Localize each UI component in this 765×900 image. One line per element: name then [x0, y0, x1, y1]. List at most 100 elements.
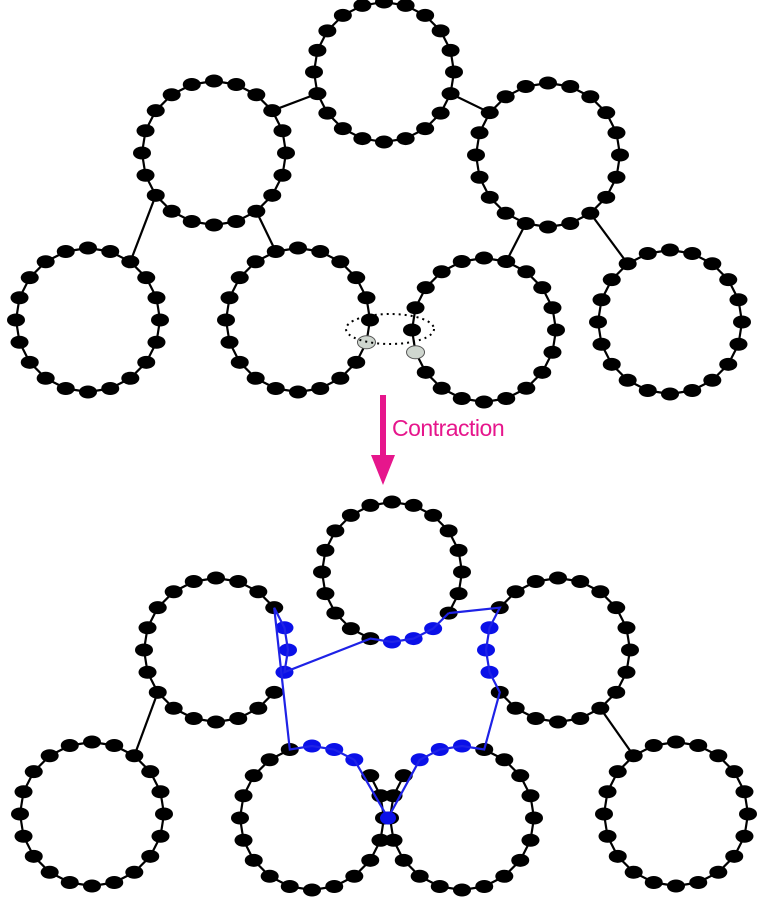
- node: [525, 811, 543, 825]
- node: [138, 621, 157, 635]
- node: [184, 711, 203, 725]
- node: [607, 170, 626, 184]
- node: [11, 807, 29, 821]
- node: [449, 587, 468, 601]
- node: [638, 247, 657, 261]
- node: [543, 301, 562, 315]
- node: [101, 381, 120, 395]
- node: [311, 245, 330, 259]
- node: [618, 373, 637, 387]
- node: [125, 865, 144, 879]
- node: [547, 323, 565, 337]
- node: [137, 355, 156, 369]
- node: [289, 385, 307, 399]
- node: [689, 875, 708, 889]
- node: [432, 265, 451, 279]
- node: [155, 807, 173, 821]
- node: [549, 715, 567, 729]
- node: [526, 711, 545, 725]
- node: [308, 43, 327, 57]
- node: [56, 381, 75, 395]
- node: [597, 190, 616, 204]
- node: [229, 711, 248, 725]
- node: [136, 168, 155, 182]
- selection-ellipse: [345, 313, 435, 345]
- node: [280, 879, 299, 893]
- node: [375, 135, 393, 149]
- node: [416, 8, 435, 22]
- node: [162, 204, 181, 218]
- node: [244, 769, 263, 783]
- node: [148, 601, 167, 615]
- node: [739, 807, 757, 821]
- node: [331, 371, 350, 385]
- node: [416, 122, 435, 136]
- node: [725, 765, 744, 779]
- node: [431, 106, 450, 120]
- node: [683, 383, 702, 397]
- node: [729, 293, 748, 307]
- node: [496, 90, 515, 104]
- node: [205, 218, 223, 232]
- node: [147, 335, 166, 349]
- node: [511, 769, 530, 783]
- node: [432, 381, 451, 395]
- node: [234, 833, 253, 847]
- tree-edge: [271, 92, 318, 112]
- node: [273, 168, 292, 182]
- tree-edge: [255, 210, 277, 253]
- node: [661, 243, 679, 257]
- node: [303, 883, 321, 897]
- node: [667, 735, 685, 749]
- node: [439, 524, 458, 538]
- node: [549, 571, 567, 585]
- node: [263, 188, 282, 202]
- node: [60, 739, 79, 753]
- node: [719, 357, 738, 371]
- node: [341, 508, 360, 522]
- node: [597, 106, 616, 120]
- node: [571, 575, 590, 589]
- node: [133, 146, 151, 160]
- node: [561, 80, 580, 94]
- node: [10, 335, 29, 349]
- node: [539, 220, 557, 234]
- node: [347, 271, 366, 285]
- node: [431, 24, 450, 38]
- node: [703, 257, 722, 271]
- node: [470, 170, 489, 184]
- node: [733, 315, 751, 329]
- node: [607, 601, 626, 615]
- node: [136, 124, 155, 138]
- node: [595, 807, 613, 821]
- node: [20, 355, 39, 369]
- node: [441, 43, 460, 57]
- node: [495, 753, 514, 767]
- node: [729, 337, 748, 351]
- node: [347, 355, 366, 369]
- node: [607, 685, 626, 699]
- node: [608, 765, 627, 779]
- node: [345, 869, 364, 883]
- node: [105, 875, 124, 889]
- node: [617, 665, 636, 679]
- node: [316, 587, 335, 601]
- node: [247, 88, 266, 102]
- node: [331, 255, 350, 269]
- node: [475, 251, 493, 265]
- tree-edge: [450, 92, 491, 114]
- contraction-arrow: [371, 395, 395, 485]
- node: [353, 0, 372, 12]
- node: [24, 849, 43, 863]
- node: [424, 508, 443, 522]
- node: [725, 849, 744, 863]
- node: [266, 381, 285, 395]
- node: [430, 879, 449, 893]
- node: [353, 132, 372, 146]
- node: [182, 78, 201, 92]
- node: [151, 829, 170, 843]
- node: [361, 313, 379, 327]
- node: [220, 335, 239, 349]
- node: [719, 273, 738, 287]
- node: [361, 853, 380, 867]
